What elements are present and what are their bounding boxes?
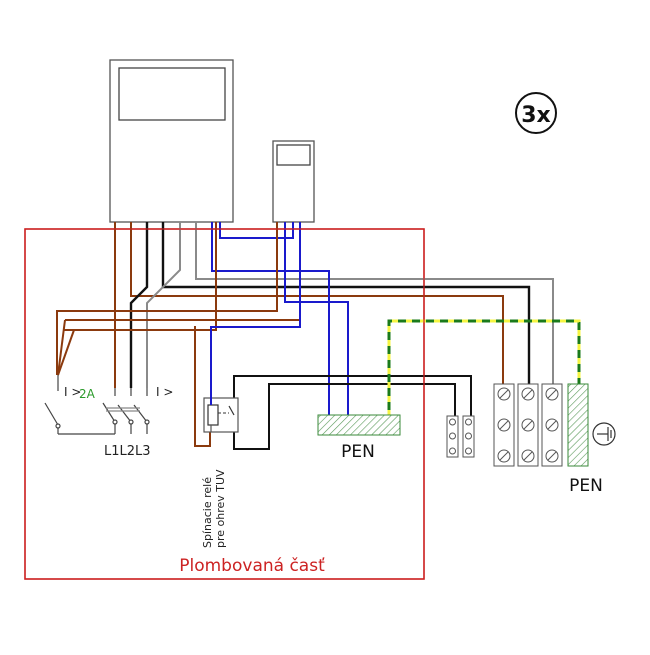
main-meter bbox=[109, 59, 234, 223]
tariff-meter bbox=[272, 140, 315, 223]
wire-brown-tariff bbox=[56, 222, 278, 360]
pen-bar-inner bbox=[317, 414, 401, 436]
wire-brown-diag2 bbox=[57, 319, 66, 376]
wire-blue-tariff1 bbox=[284, 222, 349, 416]
wire-grey-l3 bbox=[146, 222, 181, 388]
terminal-block-1 bbox=[493, 383, 515, 467]
pen-label-outer: PEN bbox=[569, 476, 603, 496]
breaker-2a-label: I > bbox=[64, 385, 81, 399]
wire-brown-diag3 bbox=[57, 329, 75, 376]
main-meter-display bbox=[118, 67, 226, 121]
small-terminal-2 bbox=[462, 415, 475, 458]
breaker-main-3p bbox=[102, 388, 150, 434]
relay-coil bbox=[207, 404, 219, 426]
wire-black-relay2 bbox=[233, 383, 456, 450]
wire-blue-meter-n bbox=[211, 222, 330, 416]
main-terminals bbox=[493, 383, 563, 467]
tariff-meter-display bbox=[276, 144, 311, 166]
wire-pe-dash bbox=[387, 319, 581, 416]
wire-black-out bbox=[161, 222, 531, 384]
terminal-block-3 bbox=[541, 383, 563, 467]
wire-brown-relay bbox=[194, 326, 211, 447]
breaker-main-label: I > bbox=[156, 385, 173, 399]
multiplier-text: 3x bbox=[521, 103, 551, 128]
wire-brown-out bbox=[130, 222, 504, 384]
pen-label-inner: PEN bbox=[341, 442, 375, 462]
relay-tuv bbox=[203, 388, 239, 433]
wire-black-l2 bbox=[129, 222, 149, 388]
sealed-area-label: Plombovaná časť bbox=[179, 556, 325, 576]
ground-symbol-icon bbox=[592, 422, 616, 446]
small-terminals bbox=[446, 415, 475, 458]
svg-text:pre ohrev TUV: pre ohrev TUV bbox=[214, 469, 227, 548]
small-terminal-1 bbox=[446, 415, 459, 458]
wire-grey-out bbox=[195, 222, 554, 384]
wire-brown-ctrl1 bbox=[64, 222, 217, 331]
svg-text:Spínacie relé: Spínacie relé bbox=[201, 477, 214, 548]
multiplier-badge: 3x bbox=[515, 92, 557, 134]
relay-label: Spínacie relé pre ohrev TUV bbox=[201, 469, 227, 548]
wire-blue-meter-link bbox=[219, 222, 294, 239]
terminal-block-2 bbox=[517, 383, 539, 467]
breaker-2a-rating: 2A bbox=[79, 387, 96, 401]
pen-terminal-outer bbox=[567, 383, 589, 467]
breaker-2a bbox=[44, 375, 115, 435]
phase-labels: L1L2L3 bbox=[104, 444, 151, 459]
wire-blue-tariff2 bbox=[210, 222, 301, 400]
